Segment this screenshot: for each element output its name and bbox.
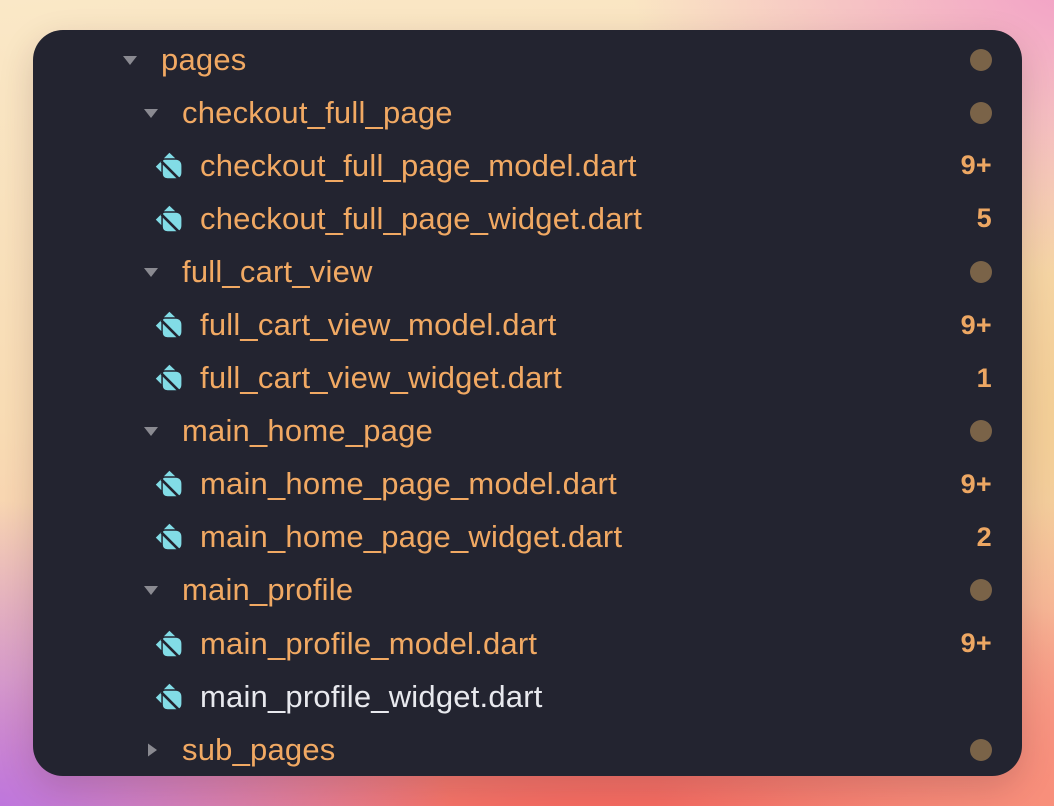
count-badge: 9+ (960, 309, 992, 340)
tree-row-file[interactable]: main_home_page_widget.dart 2 (33, 511, 1022, 564)
dart-icon (155, 311, 183, 340)
tree-row-file[interactable]: full_cart_view_model.dart 9+ (33, 298, 1022, 351)
tree-row-file[interactable]: main_home_page_model.dart 9+ (33, 458, 1022, 511)
modified-dot-badge (970, 420, 992, 443)
row-label: main_home_page (182, 413, 433, 449)
count-badge: 9+ (960, 150, 992, 181)
row-label: full_cart_view_widget.dart (200, 360, 562, 396)
dart-icon (155, 523, 183, 552)
chevron-right-icon[interactable] (142, 741, 160, 759)
dart-icon (155, 683, 183, 711)
modified-dot-badge (970, 101, 992, 124)
tree-row-folder[interactable]: main_home_page (33, 405, 1022, 458)
count-badge: 9+ (960, 628, 992, 659)
modified-dot-badge (970, 260, 992, 283)
dart-icon (155, 205, 183, 233)
dart-icon (155, 364, 183, 393)
dart-icon (155, 470, 183, 499)
row-label: checkout_full_page_model.dart (200, 147, 637, 183)
chevron-down-icon[interactable] (142, 104, 160, 122)
row-label: full_cart_view (182, 253, 373, 289)
row-label: main_home_page_widget.dart (200, 519, 623, 555)
row-label: main_profile (182, 572, 354, 608)
count-badge: 2 (976, 521, 992, 552)
file-explorer-panel: pages checkout_full_page checkout_full_p… (33, 30, 1022, 776)
dart-icon (155, 630, 183, 658)
modified-dot-badge (970, 48, 992, 71)
tree-row-folder[interactable]: main_profile (33, 564, 1022, 617)
tree-row-folder[interactable]: full_cart_view (33, 245, 1022, 298)
count-badge: 1 (976, 362, 992, 393)
row-label: checkout_full_page_widget.dart (200, 200, 643, 236)
dart-icon (155, 152, 183, 180)
chevron-down-icon[interactable] (142, 581, 160, 599)
tree-row-folder[interactable]: checkout_full_page (33, 86, 1022, 139)
chevron-down-icon[interactable] (142, 422, 160, 440)
row-label: checkout_full_page (182, 94, 453, 130)
tree-row-file[interactable]: main_profile_model.dart 9+ (33, 617, 1022, 670)
row-label: main_profile_model.dart (200, 625, 538, 661)
tree-row-file[interactable]: full_cart_view_widget.dart 1 (33, 352, 1022, 405)
tree-row-folder[interactable]: pages (33, 33, 1022, 86)
tree-row-file[interactable]: checkout_full_page_model.dart 9+ (33, 139, 1022, 192)
chevron-down-icon[interactable] (121, 51, 139, 69)
modified-dot-badge (970, 738, 992, 761)
tree-row-file[interactable]: checkout_full_page_widget.dart 5 (33, 192, 1022, 245)
row-label: main_profile_widget.dart (200, 678, 543, 714)
modified-dot-badge (970, 579, 992, 602)
tree-row-folder[interactable]: sub_pages (33, 723, 1022, 776)
row-label: full_cart_view_model.dart (200, 307, 557, 343)
row-label: main_home_page_model.dart (200, 466, 617, 502)
tree-row-file[interactable]: main_profile_widget.dart (33, 670, 1022, 723)
row-label: sub_pages (182, 731, 336, 767)
count-badge: 9+ (960, 468, 992, 499)
chevron-down-icon[interactable] (142, 263, 160, 281)
file-tree: pages checkout_full_page checkout_full_p… (33, 30, 1022, 776)
count-badge: 5 (976, 203, 992, 234)
row-label: pages (161, 41, 247, 77)
